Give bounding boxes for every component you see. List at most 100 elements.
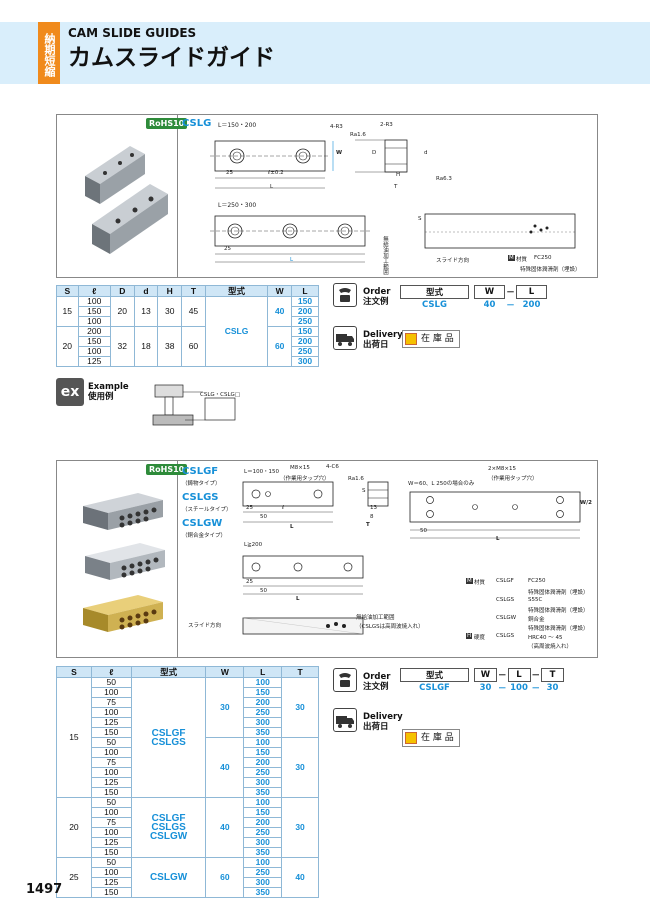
cslg-spec-table: S ℓ D d H T 型式 W L 15 100 20 13 30 45 CS…: [56, 285, 319, 367]
cslg-drawing-short: [210, 139, 408, 189]
m8x2-label: 2×M8×15: [488, 466, 516, 472]
material-icon-2: M: [466, 578, 473, 584]
order-example-table: 型式 W － L － T CSLGF 30 － 100 － 30: [400, 668, 565, 694]
delivery-truck-icon: [333, 326, 357, 350]
cell-l: 100: [77, 296, 111, 307]
cell-l: 100: [90, 827, 132, 838]
cell-T: 45: [181, 296, 206, 327]
material-code: CSLGS: [496, 597, 515, 603]
dim-S: S: [418, 216, 422, 222]
order-val-w: 30: [479, 682, 492, 693]
dim-25-e: 25: [246, 579, 253, 585]
order-dash: －: [506, 288, 515, 298]
dim-dd: d: [424, 150, 428, 156]
dim-4r3: 4-R3: [330, 124, 343, 130]
material-sub: 特殊固体潤滑剤（埋設）: [528, 608, 589, 614]
header-band: [0, 22, 650, 84]
col-S: S: [56, 666, 92, 678]
cell-L: 300: [243, 877, 283, 888]
dim-50-e: 50: [260, 588, 267, 594]
col-W: W: [267, 285, 293, 297]
m8x2-note: （作業用タップ穴）: [488, 476, 538, 482]
cell-W: 60: [267, 326, 293, 367]
type-code: CSLGW: [149, 831, 188, 842]
cell-L: 300: [243, 837, 283, 848]
cell-l: 150: [77, 306, 111, 317]
oil-note-2: 無給油加工範囲: [356, 615, 395, 621]
model-code-cslgf: CSLGF: [182, 466, 219, 477]
cell-l: 150: [90, 847, 132, 858]
cell-type: CSLGW: [130, 857, 207, 898]
stock-box-icon: [405, 732, 417, 744]
dim-25-c: 25: [246, 505, 253, 511]
length-range-a: L＝150・200: [218, 122, 257, 129]
example-note: CSLG・CSLG□: [200, 392, 241, 398]
order-val-dash: －: [498, 683, 507, 694]
col-D: D: [109, 285, 135, 297]
dim-D: D: [372, 150, 377, 156]
cell-L: 300: [243, 717, 283, 728]
rohs-badge: RoHS10: [146, 464, 188, 475]
dim-T-c: T: [366, 522, 370, 528]
material-row: M 材質 CSLGF FC250: [466, 578, 596, 588]
cell-L: 100: [243, 857, 283, 868]
cell-l: 200: [77, 326, 111, 337]
cell-l: 100: [90, 707, 132, 718]
cell-L: 150: [291, 326, 319, 337]
order-val-l: 200: [522, 299, 541, 310]
stock-badge: 在 庫 品: [402, 330, 460, 348]
order-val-t: 30: [546, 682, 559, 693]
model-code-cslgw: CSLGW: [182, 518, 223, 529]
category-tag: 納期短縮: [38, 22, 60, 84]
cell-l: 100: [90, 747, 132, 758]
cell-d: 18: [133, 326, 159, 367]
cslg-product-photo: [85, 146, 168, 254]
cell-L: 100: [243, 677, 283, 688]
cell-l: 75: [90, 817, 132, 828]
cell-L: 100: [243, 797, 283, 808]
l-small-range: L＝100・150: [244, 469, 280, 475]
dim-50-c: 50: [260, 514, 267, 520]
material-label-2: 材質: [474, 580, 486, 586]
cell-l: 100: [90, 767, 132, 778]
title-jp: カムスライドガイド: [68, 45, 275, 71]
cell-H: 30: [157, 296, 183, 327]
material-value: S55C: [528, 597, 543, 603]
material-code: CSLGF: [496, 578, 514, 584]
order-col-t: T: [541, 668, 565, 682]
cell-T: 30: [281, 797, 319, 858]
order-dash: －: [531, 671, 541, 681]
material-value: FC250: [534, 255, 552, 261]
rohs-badge: RoHS10: [146, 118, 188, 129]
order-label-en: Order: [363, 672, 391, 682]
dim-8: 8: [370, 514, 374, 520]
dim-l-a: ℓ±0.2: [268, 170, 284, 176]
cell-l: 150: [77, 336, 111, 347]
delivery-label-en: Delivery: [363, 712, 403, 722]
type-code: CSLGF: [151, 813, 186, 824]
cell-L: 250: [291, 316, 319, 327]
cell-L: 150: [291, 296, 319, 307]
oil-sub-2: （CSLGSは高周波焼入れ）: [356, 624, 424, 630]
cell-L: 150: [243, 747, 283, 758]
dim-W2: W/2: [580, 500, 592, 506]
c6-label: 4-C6: [326, 464, 339, 470]
section2-photo-divider: [177, 460, 178, 658]
dim-L-b: L: [290, 257, 294, 263]
cell-l: 125: [90, 837, 132, 848]
hardness-row: H 硬度 CSLGS HRC40 ～ 45: [466, 633, 596, 642]
col-d: d: [133, 285, 159, 297]
dim-w-a: W: [336, 150, 343, 156]
cell-W: 40: [205, 797, 245, 858]
dim-L-d: L: [496, 536, 500, 542]
material-sub: 特殊固体潤滑剤（埋設）: [528, 590, 589, 596]
cell-L: 350: [243, 727, 283, 738]
hardness-label: 硬度: [474, 635, 486, 641]
material-icon: M: [508, 255, 515, 261]
material-sub: 特殊固体潤滑剤（埋設）: [528, 626, 589, 632]
